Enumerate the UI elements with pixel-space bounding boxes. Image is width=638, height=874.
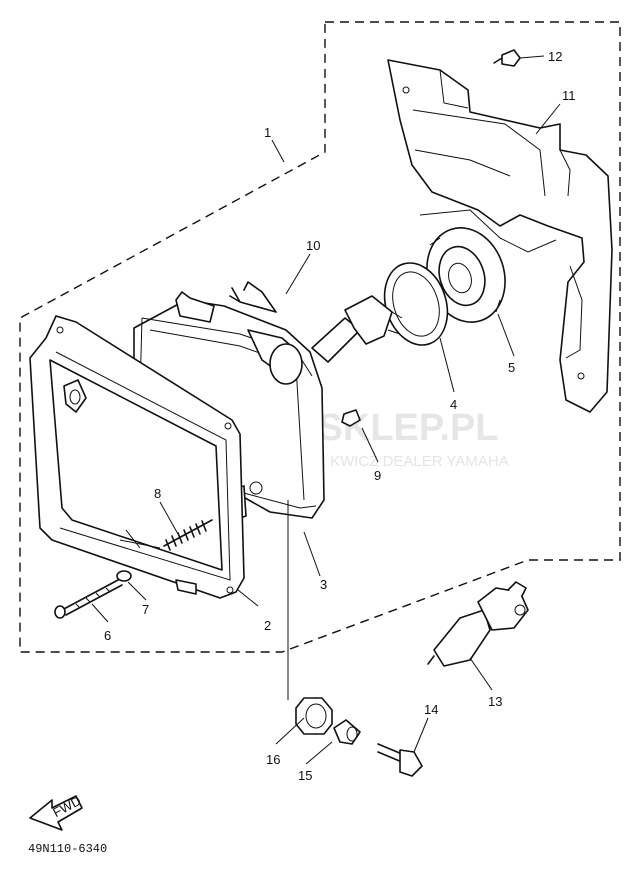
label-16: 16 [266, 752, 280, 767]
label-1: 1 [264, 125, 271, 140]
label-14: 14 [424, 702, 438, 717]
adjusting-spring [163, 519, 213, 551]
assembly-bulb [311, 295, 403, 363]
headlight-bulb [427, 581, 529, 667]
label-10: 10 [306, 238, 320, 253]
bolt-14 [377, 743, 423, 777]
label-11: 11 [562, 88, 576, 103]
label-7: 7 [142, 602, 149, 617]
diagram-code: 49N110-6340 [28, 842, 107, 856]
callouts: 1 2 3 4 5 6 7 8 9 10 11 12 13 14 15 16 [104, 49, 576, 783]
headlight-stay [387, 59, 613, 413]
bolt-12 [493, 49, 521, 67]
bulb-retaining-ring [383, 262, 449, 346]
collar [333, 719, 361, 745]
label-3: 3 [320, 577, 327, 592]
label-9: 9 [374, 468, 381, 483]
label-13: 13 [488, 694, 502, 709]
grommet [295, 697, 333, 735]
screw-6 [54, 579, 123, 619]
leader-lines [91, 55, 561, 765]
label-15: 15 [298, 768, 312, 783]
nut [341, 409, 361, 427]
label-6: 6 [104, 628, 111, 643]
spring-clip [229, 281, 277, 313]
label-5: 5 [508, 360, 515, 375]
label-12: 12 [548, 49, 562, 64]
assembly-boundary [19, 21, 621, 653]
forward-arrow-icon [29, 795, 83, 831]
label-8: 8 [154, 486, 161, 501]
washer [116, 570, 132, 582]
forward-arrow: FWD [29, 793, 83, 831]
label-2: 2 [264, 618, 271, 633]
label-4: 4 [450, 397, 457, 412]
